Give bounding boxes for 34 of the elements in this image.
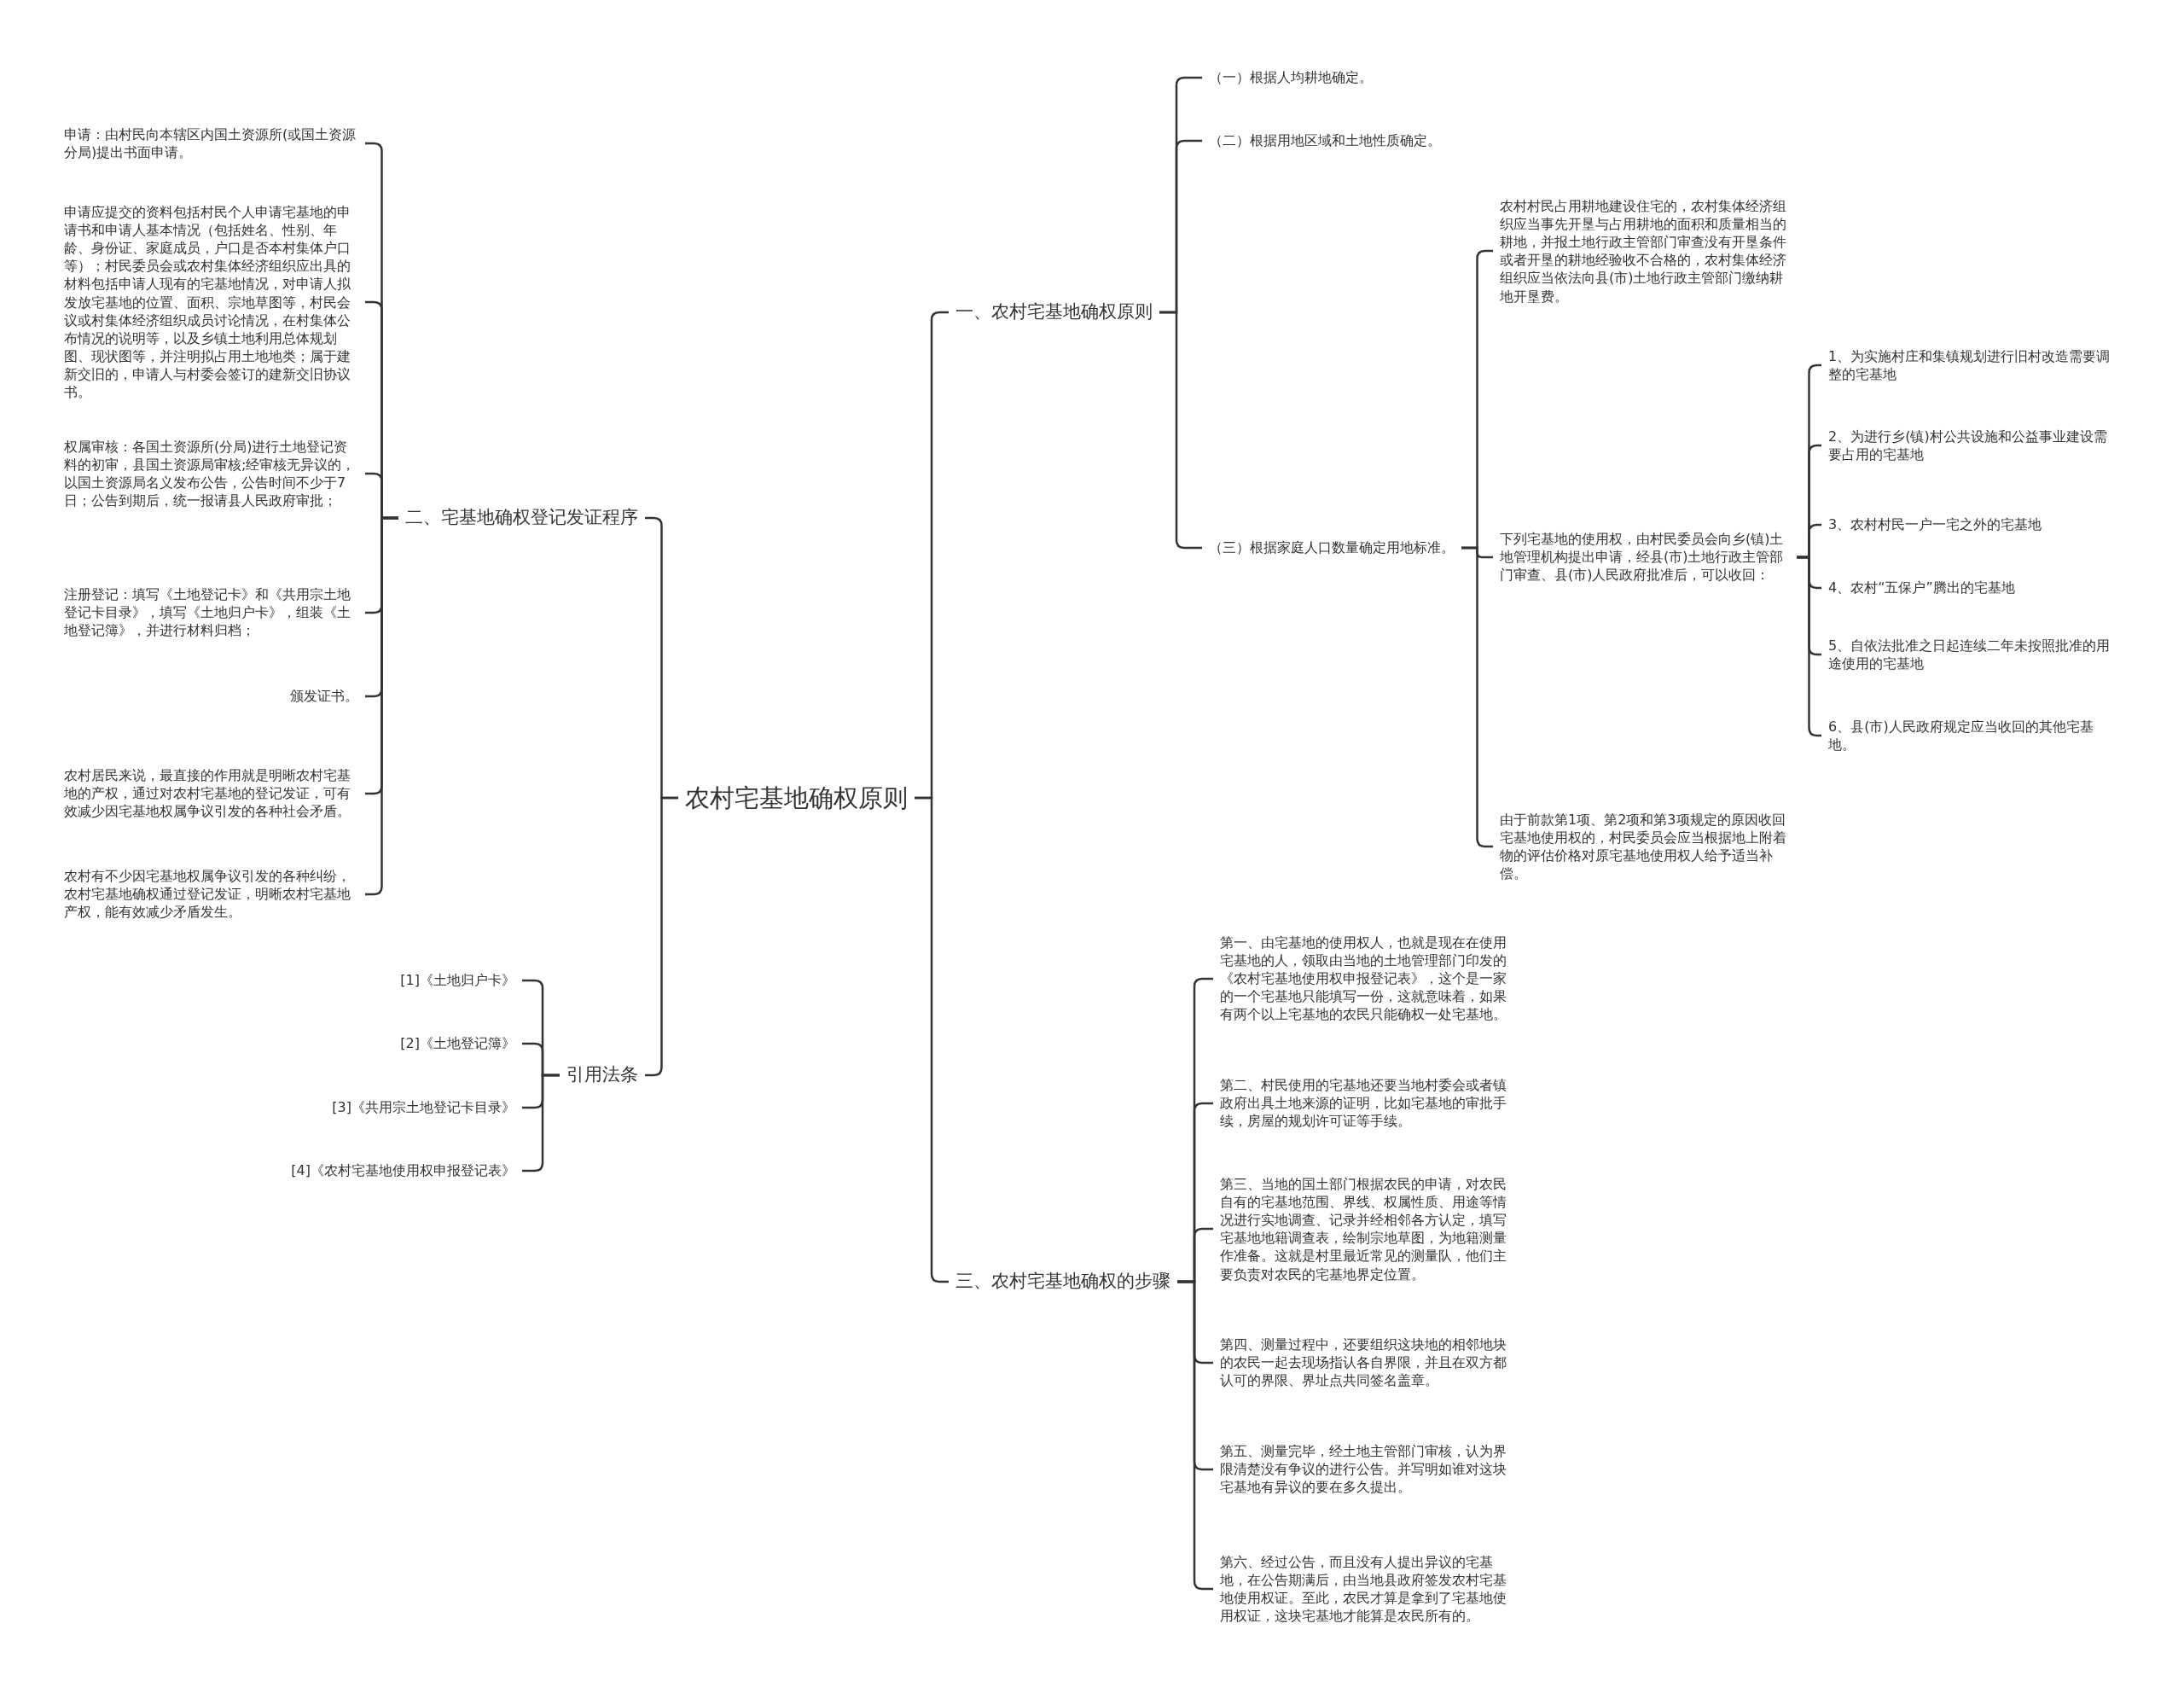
topic-text: 注册登记：填写《土地登记卡》和《共用宗土地登记卡目录》，填写《土地归户卡》，组装《土地登记簿》，并进行材料归档；: [64, 585, 358, 640]
topic-text: 5、自依法批准之日起连续二年未按照批准的用途使用的宅基地: [1828, 636, 2118, 673]
topic-text: 第六、经过公告，而且没有人提出异议的宅基地，在公告期满后，由当地县政府签发农村宅基地使用权证。至此，农民才算是拿到了宅基地使用权证，这块宅基地才能算是农民所有的。: [1220, 1552, 1514, 1626]
topic-text: 农村村民占用耕地建设住宅的，农村集体经济组织应当事先开垦与占用耕地的面积和质量相当的耕地，并报土地行政主管部门审查没有开垦条件或者开垦的耕地经验收不合格的，农村集体经济组织应当依法向县(市)土地行政主管部门缴纳耕地开垦费。: [1500, 196, 1790, 305]
topic-text: 农村居民来说，最直接的作用就是明晰农村宅基地的产权，通过对农村宅基地的登记发证，可有效减少因宅基地权属争议引发的各种社会矛盾。: [64, 766, 358, 821]
topic-text: 第一、由宅基地的使用权人，也就是现在在使用宅基地的人，领取由当地的土地管理部门印发的《农村宅基地使用权申报登记表》，这个是一家的一个宅基地只能填写一份，这就意味着，如果有两个以上宅基地的农民只能确权一处宅基地。: [1220, 934, 1514, 1024]
topic-text: 第五、测量完毕，经土地主管部门审核，认为界限清楚没有争议的进行公告。并写明如谁对这块宅基地有异议的要在多久提出。: [1220, 1442, 1514, 1497]
topic-text: 4、农村“五保户”腾出的宅基地: [1828, 579, 2015, 597]
topic-text: 申请应提交的资料包括村民个人申请宅基地的申请书和申请人基本情况（包括姓名、性别、年龄、身份证、家庭成员，户口是否本村集体户口等）；村民委员会或农村集体经济组织应出具的材料包括申请人现有的宅基地情况，对申请人拟发放宅基地的位置、面积、宗地草图等，村民会议或村集体经济组织成员讨论情况，在村集体公布情况的说明等，以及乡镇土地利用总体规划图、现状图等，并注明拟占用土地地类；属于建新交旧的，申请人与村委会签订的建新交旧协议书。: [64, 202, 358, 402]
topic-text: 2、为进行乡(镇)村公共设施和公益事业建设需要占用的宅基地: [1828, 427, 2118, 464]
topic-text: 颁发证书。: [290, 687, 358, 706]
branch-topic: 二、宅基地确权登记发证程序: [405, 506, 638, 530]
topic-text: [2]《土地登记簿》: [400, 1034, 515, 1053]
topic-text: 权属审核：各国土资源所(分局)进行土地登记资料的初审，县国土资源局审核;经审核无异议的，以国土资源局名义发布公告，公告时间不少于7日；公告到期后，统一报请县人民政府审批；: [64, 437, 358, 510]
topic-text: 第三、当地的国土部门根据农民的申请，对农民自有的宅基地范围、界线、权属性质、用途等情况进行实地调查、记录并经相邻各方认定，填写宅基地地籍调查表，绘制宗地草图，为地籍测量作准备。这就是村里最近常见的测量队，他们主要负责对农民的宅基地界定位置。: [1220, 1174, 1514, 1283]
branch-topic: 三、农村宅基地确权的步骤: [956, 1270, 1170, 1294]
topic-text: 第二、村民使用的宅基地还要当地村委会或者镇政府出具土地来源的证明，比如宅基地的审批手续，房屋的规划许可证等手续。: [1220, 1076, 1514, 1131]
topic-text: 申请：由村民向本辖区内国土资源所(或国土资源分局)提出书面申请。: [64, 125, 358, 162]
topic-text: [1]《土地归户卡》: [400, 971, 515, 990]
central-topic: 农村宅基地确权原则: [685, 781, 908, 815]
branch-topic: 一、农村宅基地确权原则: [956, 300, 1153, 324]
topic-text: （三）根据家庭人口数量确定用地标准。: [1209, 538, 1455, 557]
topic-text: 6、县(市)人民政府规定应当收回的其他宅基地。: [1828, 717, 2118, 754]
topic-text: 下列宅基地的使用权，由村民委员会向乡(镇)土地管理机构提出申请，经县(市)土地行政主管部门审查、县(市)人民政府批准后，可以收回：: [1500, 530, 1790, 585]
topic-text: [4]《农村宅基地使用权申报登记表》: [291, 1161, 515, 1180]
topic-text: 1、为实施村庄和集镇规划进行旧村改造需要调整的宅基地: [1828, 346, 2118, 384]
topic-text: 3、农村村民一户一宅之外的宅基地: [1828, 515, 2042, 534]
topic-text: 农村有不少因宅基地权属争议引发的各种纠纷，农村宅基地确权通过登记发证，明晰农村宅基地产权，能有效减少矛盾发生。: [64, 867, 358, 922]
topic-text: [3]《共用宗土地登记卡目录》: [332, 1098, 515, 1117]
topic-text: （一）根据人均耕地确定。: [1209, 68, 1373, 87]
topic-text: 由于前款第1项、第2项和第3项规定的原因收回宅基地使用权的，村民委员会应当根据地上附着物的评估价格对原宅基地使用权人给予适当补偿。: [1500, 810, 1790, 883]
topic-text: （二）根据用地区域和土地性质确定。: [1209, 131, 1441, 150]
topic-text: 第四、测量过程中，还要组织这块地的相邻地块的农民一起去现场指认各自界限，并且在双方都认可的界限、界址点共同签名盖章。: [1220, 1335, 1514, 1390]
branch-topic: 引用法条: [566, 1063, 638, 1087]
